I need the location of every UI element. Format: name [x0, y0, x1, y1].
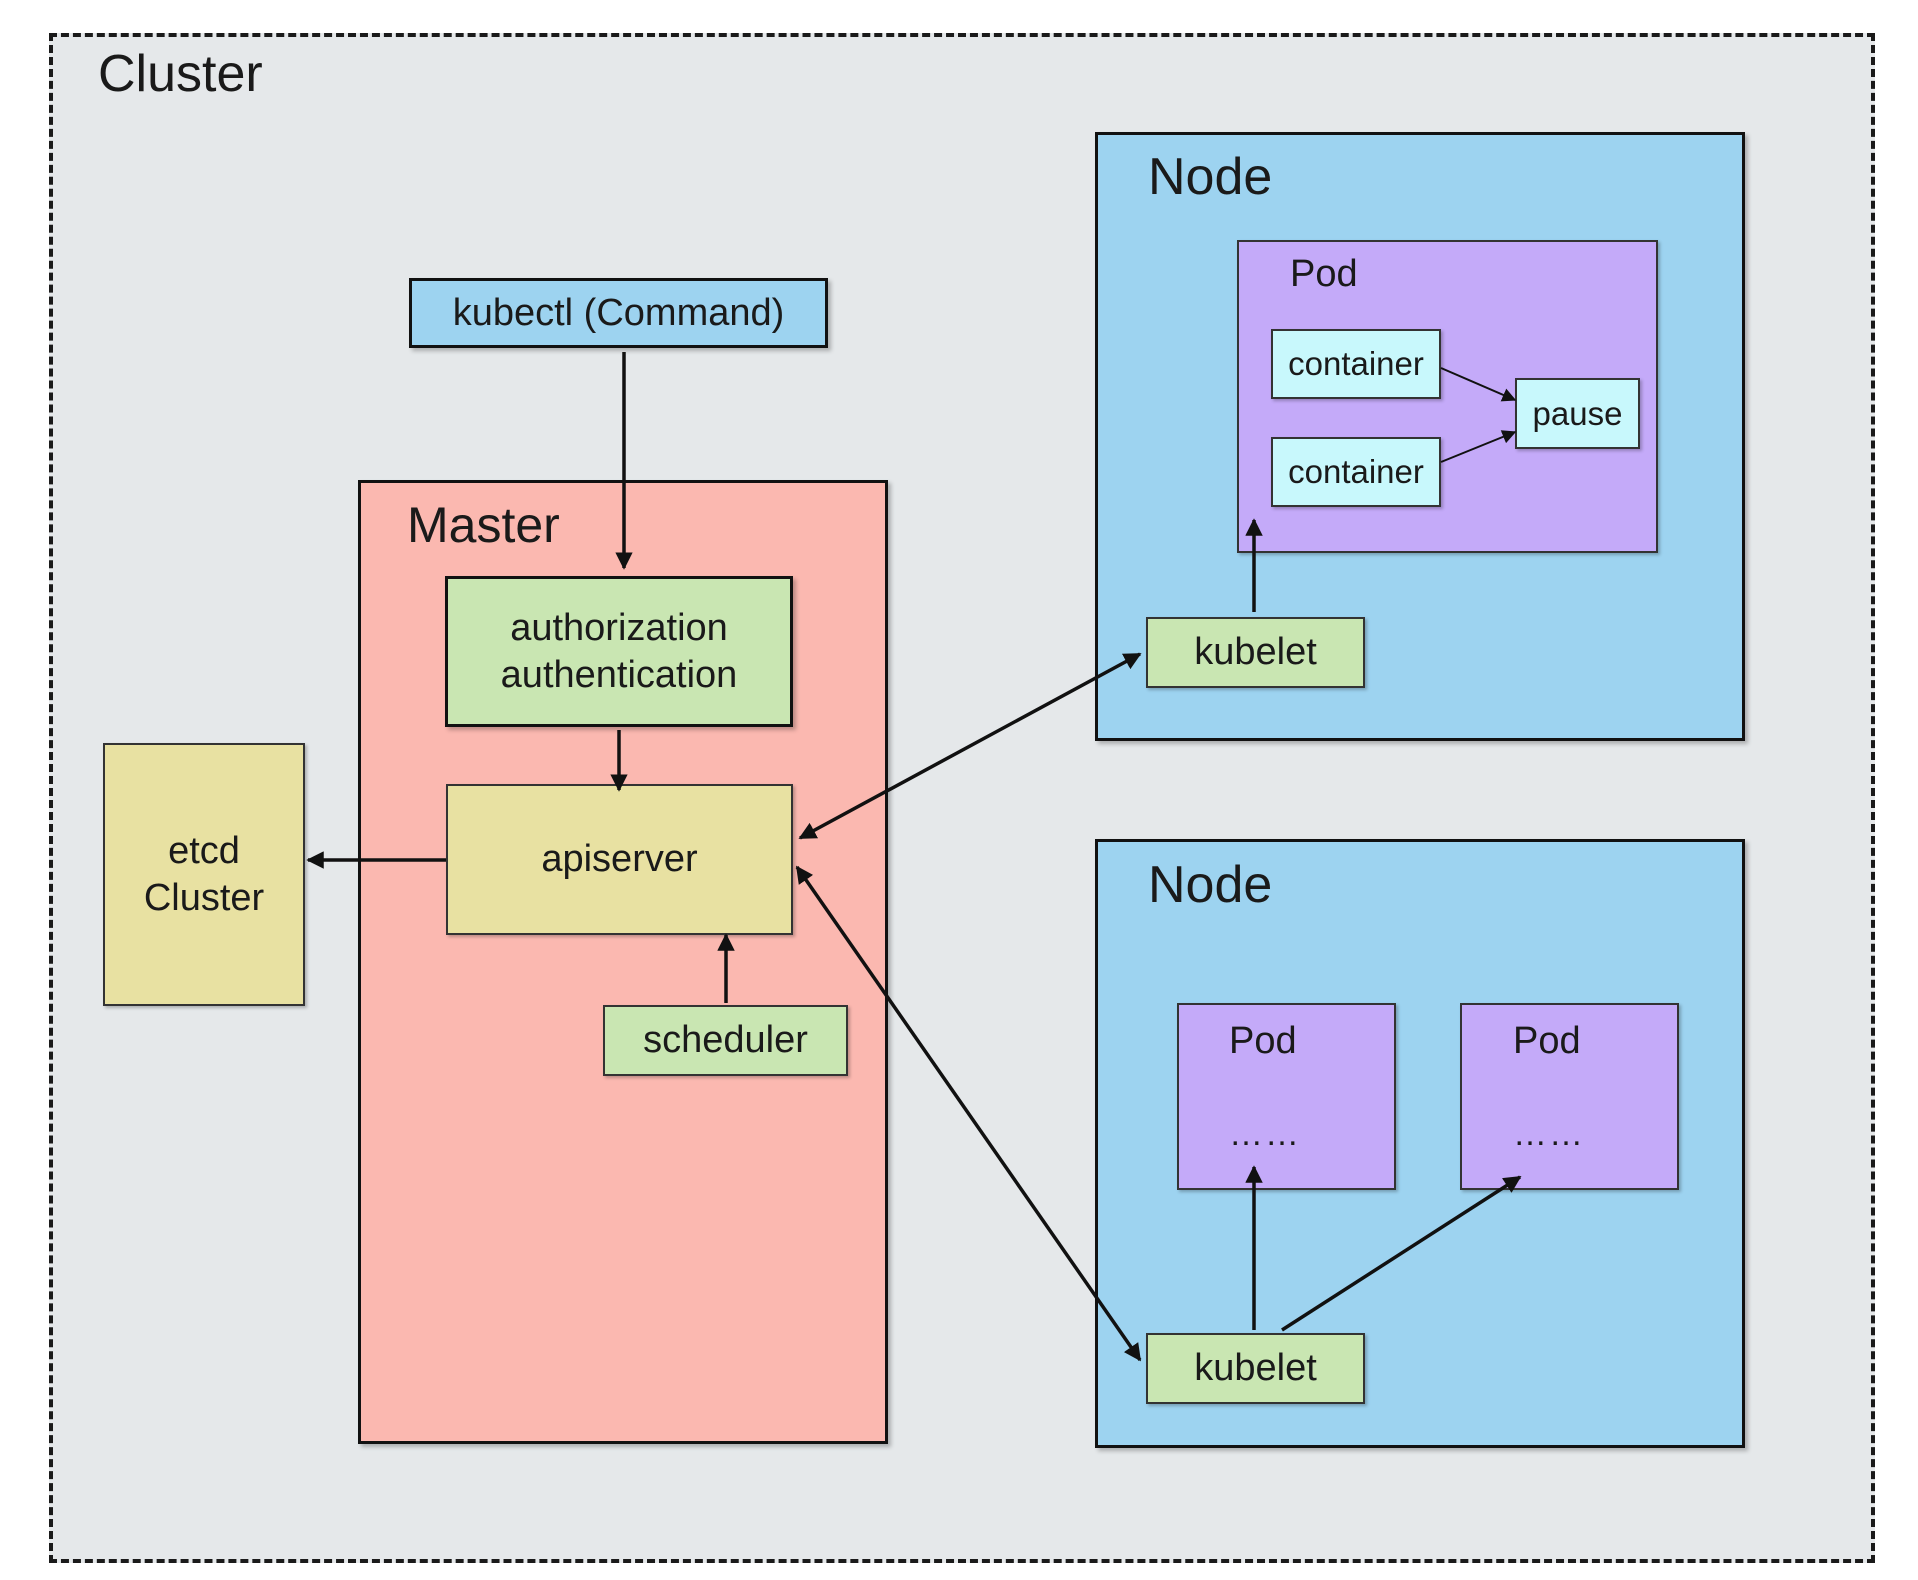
container-box-2: container: [1271, 437, 1441, 507]
pod-content-3: ……: [1513, 1115, 1585, 1153]
master-title: Master: [407, 497, 560, 553]
kubelet-box-2: kubelet: [1146, 1333, 1365, 1404]
pod-title-1: Pod: [1290, 253, 1358, 295]
apiserver-label: apiserver: [541, 838, 698, 880]
node-title-2: Node: [1148, 856, 1273, 914]
arrow-apiserver-kubelet-2: [795, 865, 1142, 1362]
scheduler-label: scheduler: [643, 1019, 808, 1061]
auth-label-line1: authorization: [510, 607, 728, 650]
apiserver-box: apiserver: [446, 784, 793, 935]
container-label-1: container: [1288, 345, 1424, 382]
pause-label: pause: [1532, 394, 1623, 432]
kubectl-box: kubectl (Command): [409, 278, 828, 348]
kubelet-box-1: kubelet: [1146, 617, 1365, 688]
pod-box-3: [1460, 1003, 1679, 1190]
pod-box-2: [1177, 1003, 1396, 1190]
kubelet-label-2: kubelet: [1194, 1347, 1317, 1389]
pod-content-2: ……: [1229, 1115, 1301, 1153]
pod-title-3: Pod: [1513, 1020, 1581, 1062]
auth-box: authorization authentication: [445, 576, 793, 727]
pause-box: pause: [1515, 378, 1640, 449]
kubectl-label: kubectl (Command): [452, 291, 785, 334]
auth-label-line2: authentication: [500, 653, 738, 696]
etcd-cluster-box: etcd Cluster: [103, 743, 305, 1006]
etcd-label-line2: Cluster: [143, 876, 265, 919]
arrow-apiserver-kubelet-1: [798, 652, 1142, 840]
etcd-label-line1: etcd: [168, 830, 240, 873]
arrow-kubelet2-to-pod-3: [1281, 1175, 1522, 1332]
node-title-1: Node: [1148, 148, 1273, 206]
arrow-container1-to-pause: [1440, 367, 1517, 402]
pod-title-2: Pod: [1229, 1020, 1297, 1062]
kubelet-label-1: kubelet: [1194, 631, 1317, 673]
cluster-title: Cluster: [98, 45, 263, 103]
container-box-1: container: [1271, 329, 1441, 399]
arrow-container2-to-pause: [1440, 430, 1517, 463]
container-label-2: container: [1288, 453, 1424, 490]
